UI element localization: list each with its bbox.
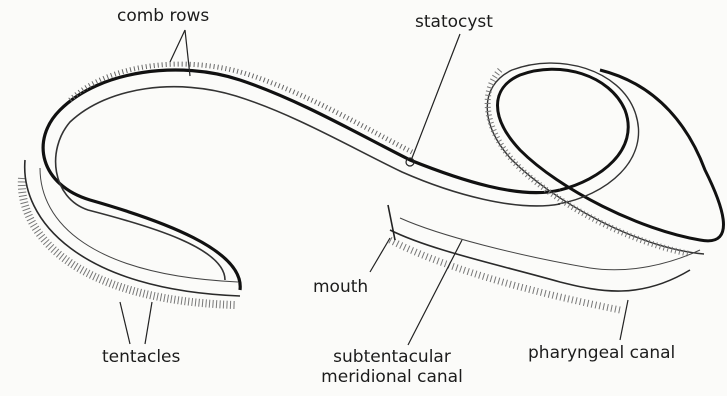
leader-statocyst bbox=[412, 34, 460, 158]
leader-subtentacular bbox=[408, 240, 462, 345]
leader-comb-rows-a bbox=[170, 30, 185, 62]
center-lower-edge bbox=[390, 230, 690, 291]
mouth-slit bbox=[388, 205, 395, 240]
leader-pharyngeal bbox=[620, 300, 628, 340]
label-subtentacular-line1: subtentacular bbox=[282, 347, 502, 367]
label-comb-rows: comb rows bbox=[117, 6, 209, 26]
label-tentacles: tentacles bbox=[102, 347, 180, 367]
comb-row-band-top bbox=[43, 70, 560, 290]
leader-mouth bbox=[370, 238, 390, 272]
right-lobe-inner bbox=[487, 63, 704, 254]
label-subtentacular-line2: meridional canal bbox=[282, 367, 502, 387]
right-lobe-fringe bbox=[488, 70, 690, 254]
right-lobe-outer bbox=[498, 69, 724, 241]
label-mouth: mouth bbox=[313, 277, 368, 297]
leader-tentacles-b bbox=[145, 302, 152, 344]
comb-row-band-inner bbox=[56, 87, 560, 280]
label-pharyngeal-canal: pharyngeal canal bbox=[528, 343, 675, 363]
label-statocyst: statocyst bbox=[415, 12, 493, 32]
leader-tentacles-a bbox=[120, 302, 130, 344]
